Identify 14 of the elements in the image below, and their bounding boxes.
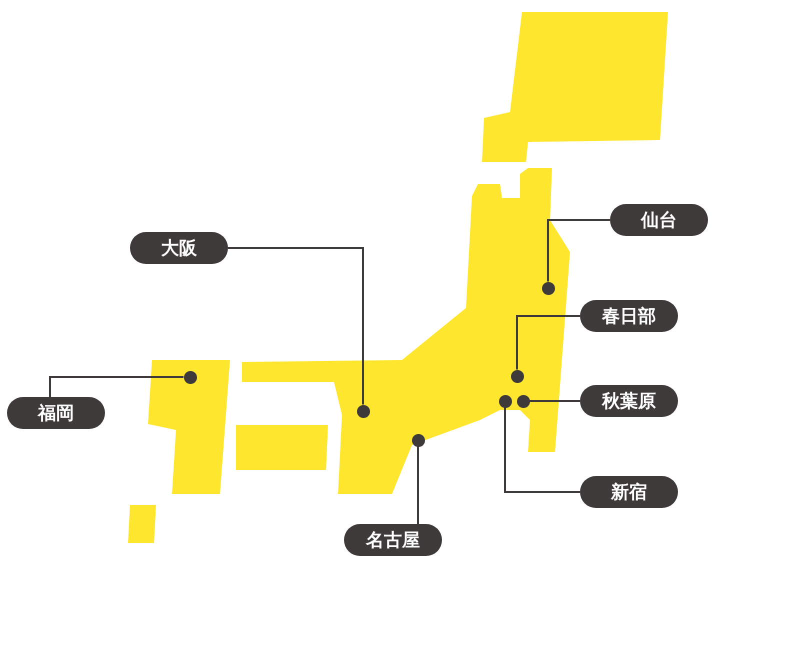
leader-line <box>504 408 580 493</box>
city-label: 新宿 <box>580 476 678 508</box>
city-label: 秋葉原 <box>580 385 678 417</box>
leader-line <box>516 315 580 370</box>
leader-line <box>547 219 610 282</box>
leader-line <box>417 446 419 524</box>
city-label: 仙台 <box>610 204 708 236</box>
leader-line <box>49 376 184 397</box>
leader-line <box>530 400 580 402</box>
city-label: 大阪 <box>130 232 228 264</box>
city-label: 春日部 <box>580 300 678 332</box>
city-label: 福岡 <box>7 397 105 429</box>
leader-line <box>228 247 364 404</box>
city-label: 名古屋 <box>344 524 442 556</box>
